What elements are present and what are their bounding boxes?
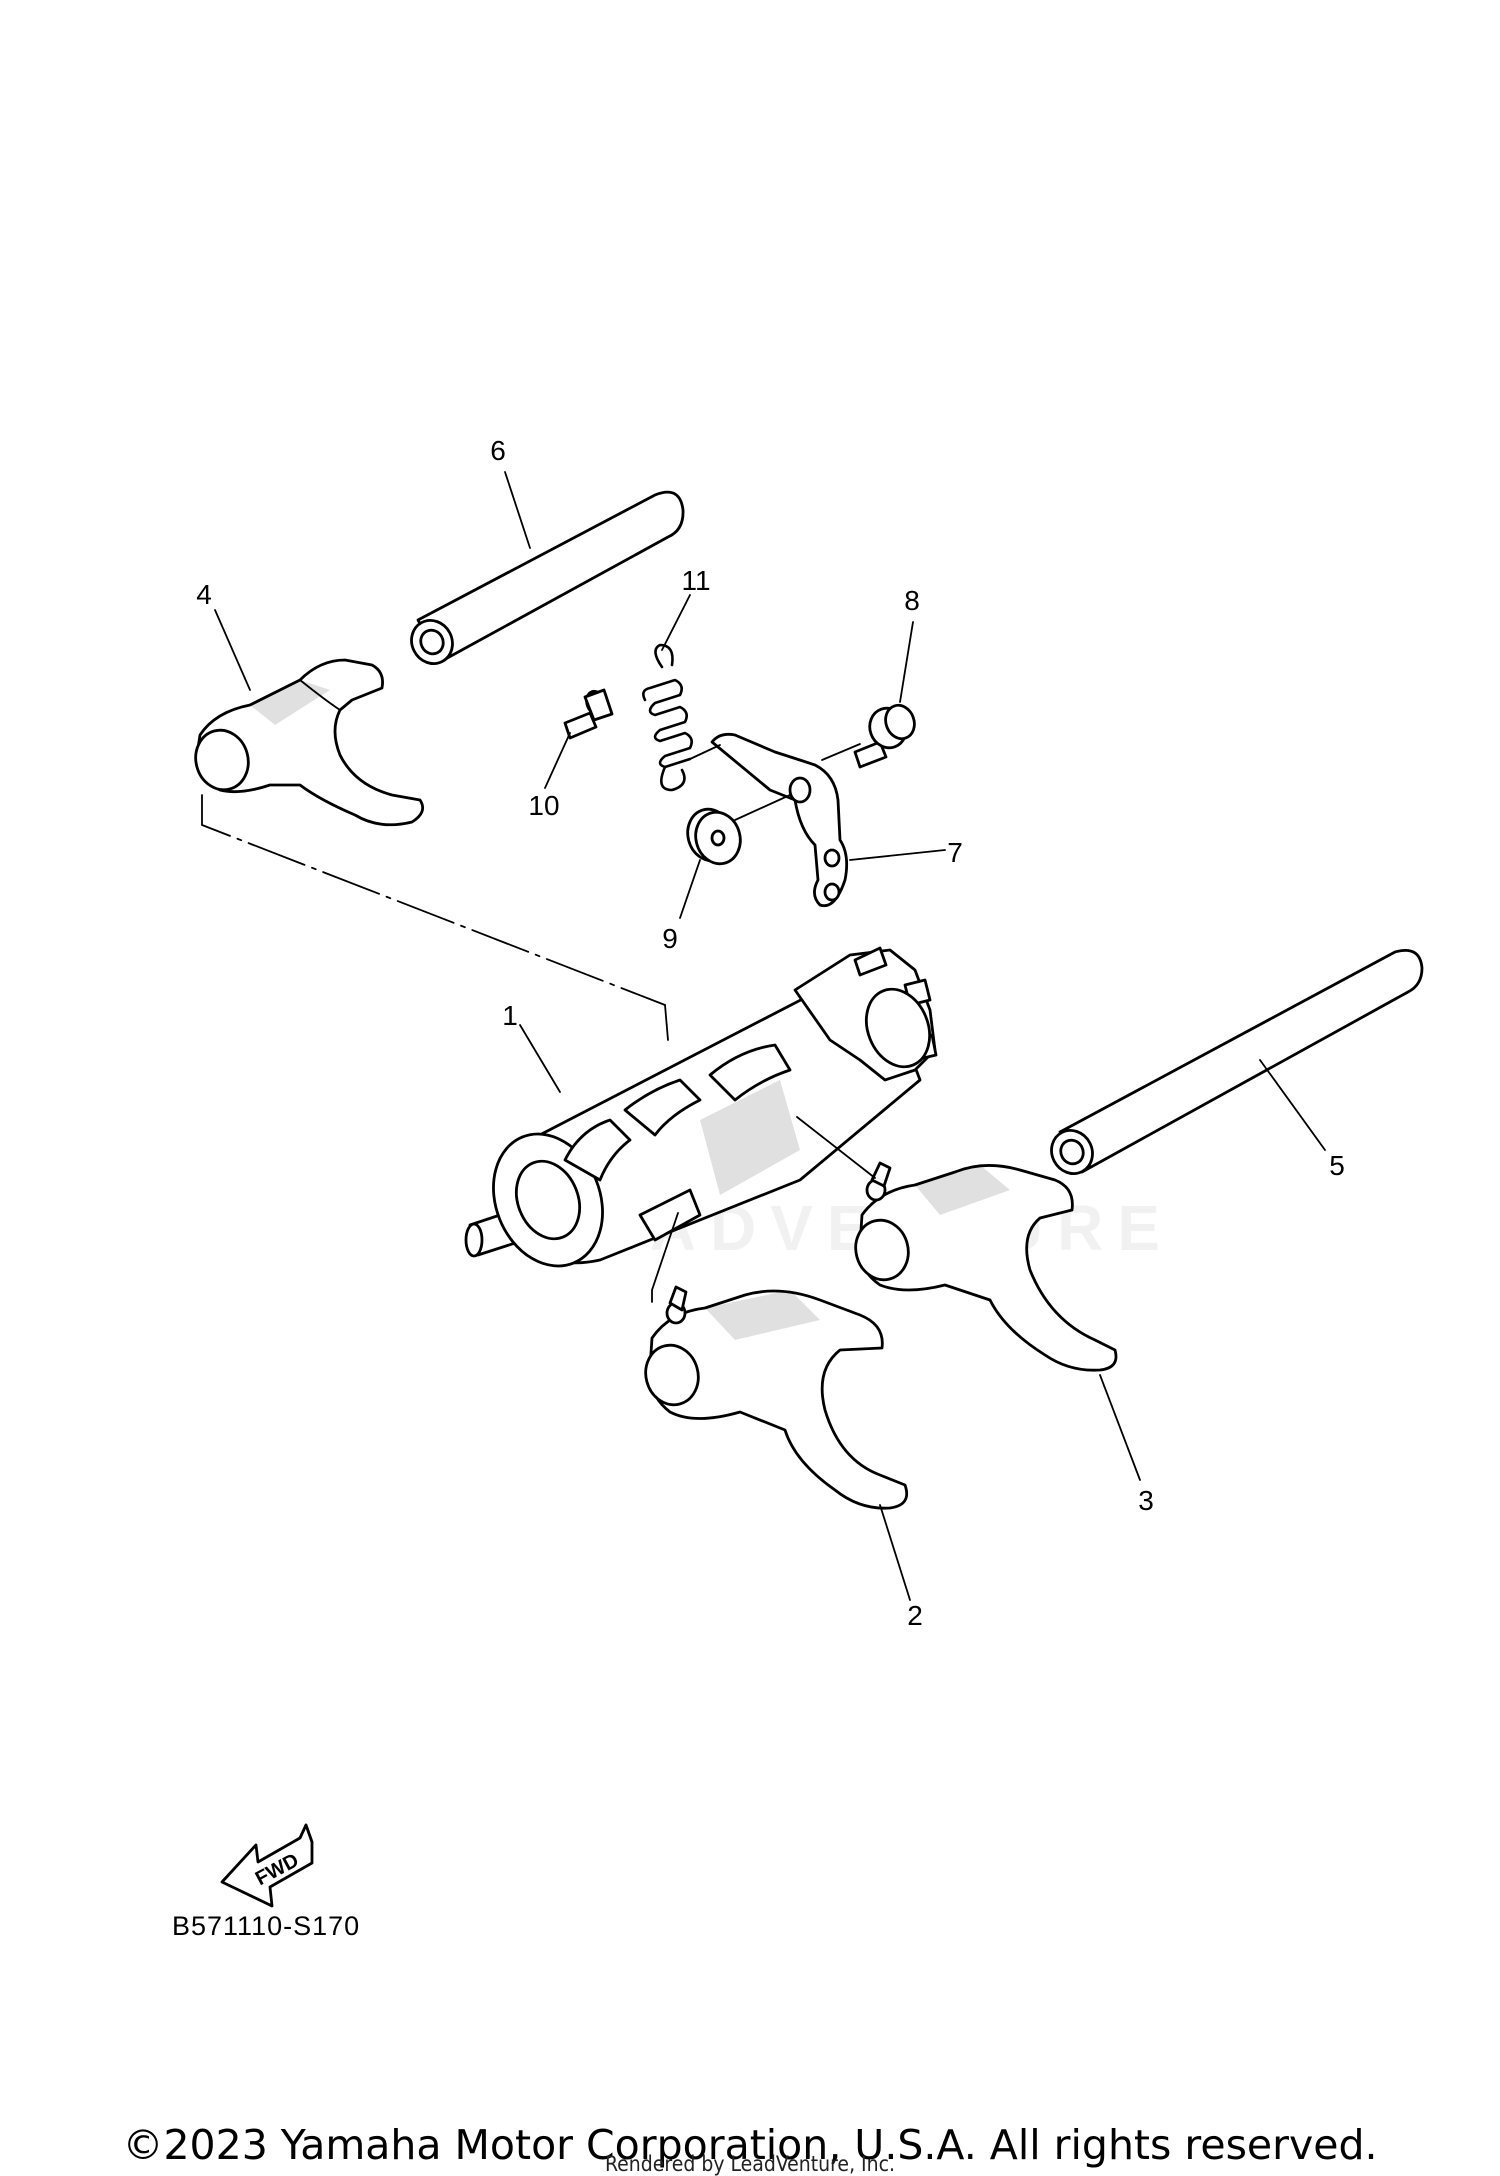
callout-11: 11 — [681, 565, 710, 596]
callout-8: 8 — [904, 585, 920, 616]
callout-1: 1 — [502, 1000, 518, 1031]
part-4-shift-fork — [194, 658, 425, 827]
part-7-stopper-lever — [710, 732, 849, 908]
callouts: 1 2 3 4 5 6 7 8 9 10 11 — [196, 435, 1345, 1631]
callout-6: 6 — [490, 435, 506, 466]
part-10-bolt — [563, 688, 614, 740]
callout-3: 3 — [1138, 1485, 1154, 1516]
part-1-shift-drum — [464, 946, 938, 1268]
callout-7: 7 — [947, 837, 963, 868]
callout-10: 10 — [528, 790, 559, 821]
fwd-arrow-icon: FWD — [220, 1823, 314, 1908]
part-5-guide-bar — [1050, 948, 1424, 1175]
part-2-shift-fork — [644, 1285, 909, 1510]
part-6-guide-bar — [410, 490, 685, 665]
callout-4: 4 — [196, 579, 212, 610]
copyright-notice: ©2023 Yamaha Motor Corporation, U.S.A. A… — [122, 2121, 1378, 2169]
rendered-by-notice: Rendered by LeadVenture, Inc. — [605, 2152, 895, 2176]
part-9-washer — [686, 807, 742, 866]
part-3-shift-fork — [854, 1161, 1118, 1372]
callout-9: 9 — [662, 923, 678, 954]
callout-2: 2 — [907, 1600, 923, 1631]
callout-5: 5 — [1329, 1150, 1345, 1181]
part-11-spring — [642, 643, 693, 792]
leader-lines — [201, 471, 1326, 1601]
part-8-bolt — [853, 703, 916, 769]
diagram-code: B571110-S170 — [172, 1911, 360, 1941]
